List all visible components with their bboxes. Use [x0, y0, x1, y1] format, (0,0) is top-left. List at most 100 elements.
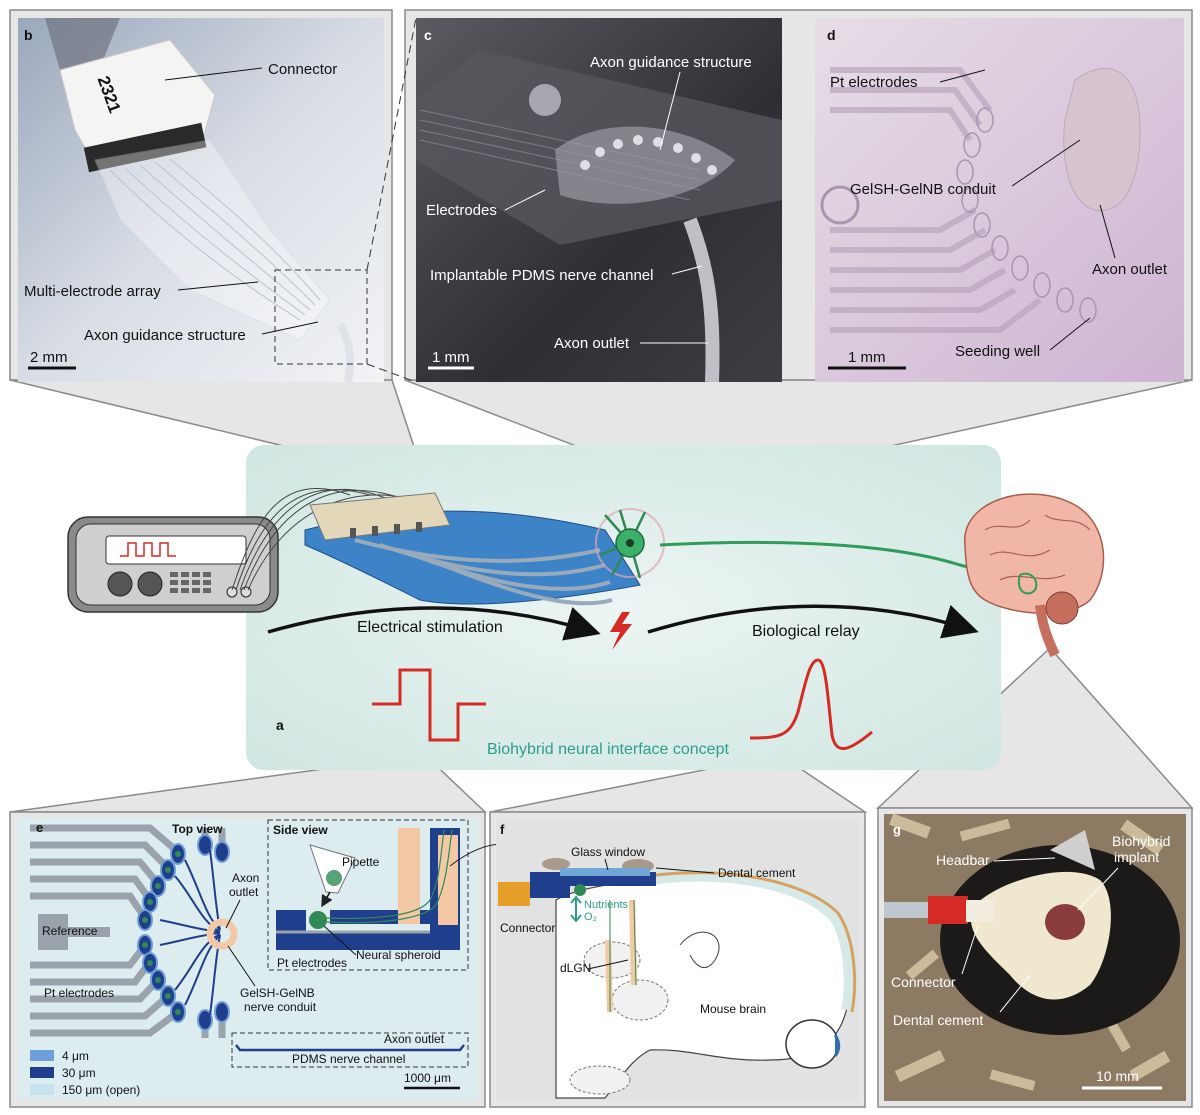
stimulator-knob-2 — [137, 571, 163, 597]
panel-d-well-label: Seeding well — [955, 343, 1040, 360]
panel-e-neural-spheroid — [309, 911, 327, 929]
panel-g-connector-leader — [961, 924, 979, 975]
panel-e-pipette-label: Pipette — [342, 855, 380, 869]
panel-f-letter: f — [500, 822, 505, 837]
panel-e-channel-outlet-label: Axon outlet — [384, 1032, 445, 1046]
mouse-eye — [785, 1019, 839, 1069]
panel-b-letter: b — [24, 27, 33, 43]
panel-c-photo — [416, 18, 782, 383]
panel-g-implant-label-1: Biohybrid — [1112, 833, 1170, 849]
panel-d-conduit-label: GelSH-GelNB conduit — [850, 181, 997, 198]
legend-swatch — [30, 1050, 54, 1061]
panel-g-scale: 10 mm — [1096, 1068, 1139, 1084]
panel-c-scale: 1 mm — [432, 349, 470, 366]
panel-c-axon-guidance-leader — [659, 71, 681, 151]
panel-e-outlet-label-2: outlet — [229, 885, 259, 899]
panel-e-spheroid-leader — [323, 925, 357, 956]
panel-e-channel-label: PDMS nerve channel — [292, 1052, 405, 1066]
zoom-line-bottom — [366, 363, 417, 383]
panel-e-top-view: Top view — [172, 822, 223, 836]
panel-f-exchange-arrow — [570, 895, 582, 923]
panel-f-dlgn-label: dLGN — [560, 961, 591, 975]
panel-e-side-view-title: Side view — [273, 823, 328, 837]
panel-d-pt-leader — [939, 69, 986, 83]
relay-arrow — [647, 604, 979, 639]
panel-a-letter: a — [276, 717, 284, 733]
panel-g-implant-label-2: implant — [1114, 849, 1159, 865]
panel-e-reference-pad — [38, 914, 68, 950]
stimulation-waveform — [372, 668, 486, 742]
action-potential-waveform — [749, 658, 873, 751]
panel-f-glass-leader — [604, 858, 609, 871]
panel-e-side-view-box — [267, 819, 469, 971]
panel-e-channel-line — [235, 1044, 465, 1052]
panel-e-outlet-label-1: Axon — [232, 871, 259, 885]
stimulator-port-1 — [226, 586, 238, 598]
panel-a-caption: Biohybrid neural interface concept — [487, 741, 729, 758]
panel-e-conduit-label-1: GelSH-GelNB — [240, 986, 315, 1000]
panel-d-letter: d — [827, 27, 836, 43]
panel-d-well-leader — [1049, 317, 1091, 351]
legend-label: 4 μm — [62, 1049, 89, 1063]
mea-sheet — [304, 492, 641, 606]
panel-e-scale: 1000 μm — [404, 1071, 451, 1085]
panel-f-glass-label: Glass window — [571, 845, 645, 859]
panel-c-channel-label: Implantable PDMS nerve channel — [430, 267, 653, 284]
panel-g-connector-label: Connector — [891, 974, 956, 990]
legend-label: 150 μm (open) — [62, 1083, 140, 1097]
panel-c-letter: c — [424, 27, 432, 43]
panel-f-nutrients-label: Nutrients — [584, 899, 629, 911]
panel-b-mea-label: Multi-electrode array — [24, 283, 161, 300]
lightning-icon — [610, 612, 632, 650]
panel-b-mea-leader — [177, 281, 259, 291]
panel-e-pipette — [309, 844, 356, 894]
panel-g-headbar-leader — [993, 857, 1056, 862]
panel-d-scale: 1 mm — [848, 349, 886, 366]
panel-b-scale: 2 mm — [30, 349, 68, 366]
panel-c-axon-guidance-label: Axon guidance structure — [590, 54, 752, 71]
implant-cross-section — [498, 858, 656, 906]
panel-d-outlet-label: Axon outlet — [1092, 261, 1168, 278]
panel-f-cement-label: Dental cement — [718, 866, 796, 880]
concept-panel — [246, 445, 1001, 770]
panel-f-o2-label: O₂ — [584, 911, 597, 923]
legend-swatch — [30, 1067, 54, 1078]
panel-e-side-pt-label: Pt electrodes — [277, 956, 347, 970]
stimulator-device — [67, 516, 279, 613]
panel-e-spheroid-label: Neural spheroid — [356, 948, 441, 962]
panel-e-spheroids — [142, 851, 181, 1015]
panel-f-cement-leader — [655, 867, 715, 874]
legend-swatch — [30, 1084, 54, 1095]
stimulator-knob-1 — [107, 571, 133, 597]
panel-g-photo — [884, 813, 1186, 1101]
panel-b-axon-label: Axon guidance structure — [84, 327, 246, 344]
panel-b-connector-leader — [164, 67, 263, 81]
panel-b-connector-label: Connector — [268, 61, 337, 78]
neuron — [595, 508, 665, 579]
panel-b-axon-leader — [261, 321, 319, 335]
panel-e-outlet-leader — [225, 899, 241, 929]
panel-e-conduit-leader — [227, 945, 256, 987]
panel-b-photo: 2321 — [18, 18, 384, 383]
panel-d-conduit-leader — [1011, 139, 1081, 187]
brain — [964, 493, 1105, 658]
legend-label: 30 μm — [62, 1066, 96, 1080]
relay-label: Biological relay — [752, 623, 860, 640]
panel-e-pt-label: Pt electrodes — [44, 986, 114, 1000]
panel-e-conduit — [206, 918, 238, 950]
panel-d-pt-label: Pt electrodes — [830, 74, 918, 91]
zoom-line-top — [366, 17, 417, 271]
panel-e-letter: e — [36, 820, 43, 835]
panel-e-legend: 4 μm 30 μm 150 μm (open) — [30, 1049, 140, 1097]
stimulation-arrow — [267, 606, 601, 641]
panel-c-electrodes-leader — [504, 189, 546, 211]
stimulator-port-2 — [240, 586, 252, 598]
panel-e-reference-label: Reference — [42, 924, 98, 938]
panel-f-brain-label: Mouse brain — [700, 1002, 766, 1016]
panel-g-headbar-label: Headbar — [936, 852, 990, 868]
panel-d-photo — [815, 18, 1184, 382]
panel-g-letter: g — [893, 822, 901, 837]
panel-f-dlgn-leader — [587, 959, 629, 970]
panel-g-implant-leader — [1077, 867, 1119, 911]
